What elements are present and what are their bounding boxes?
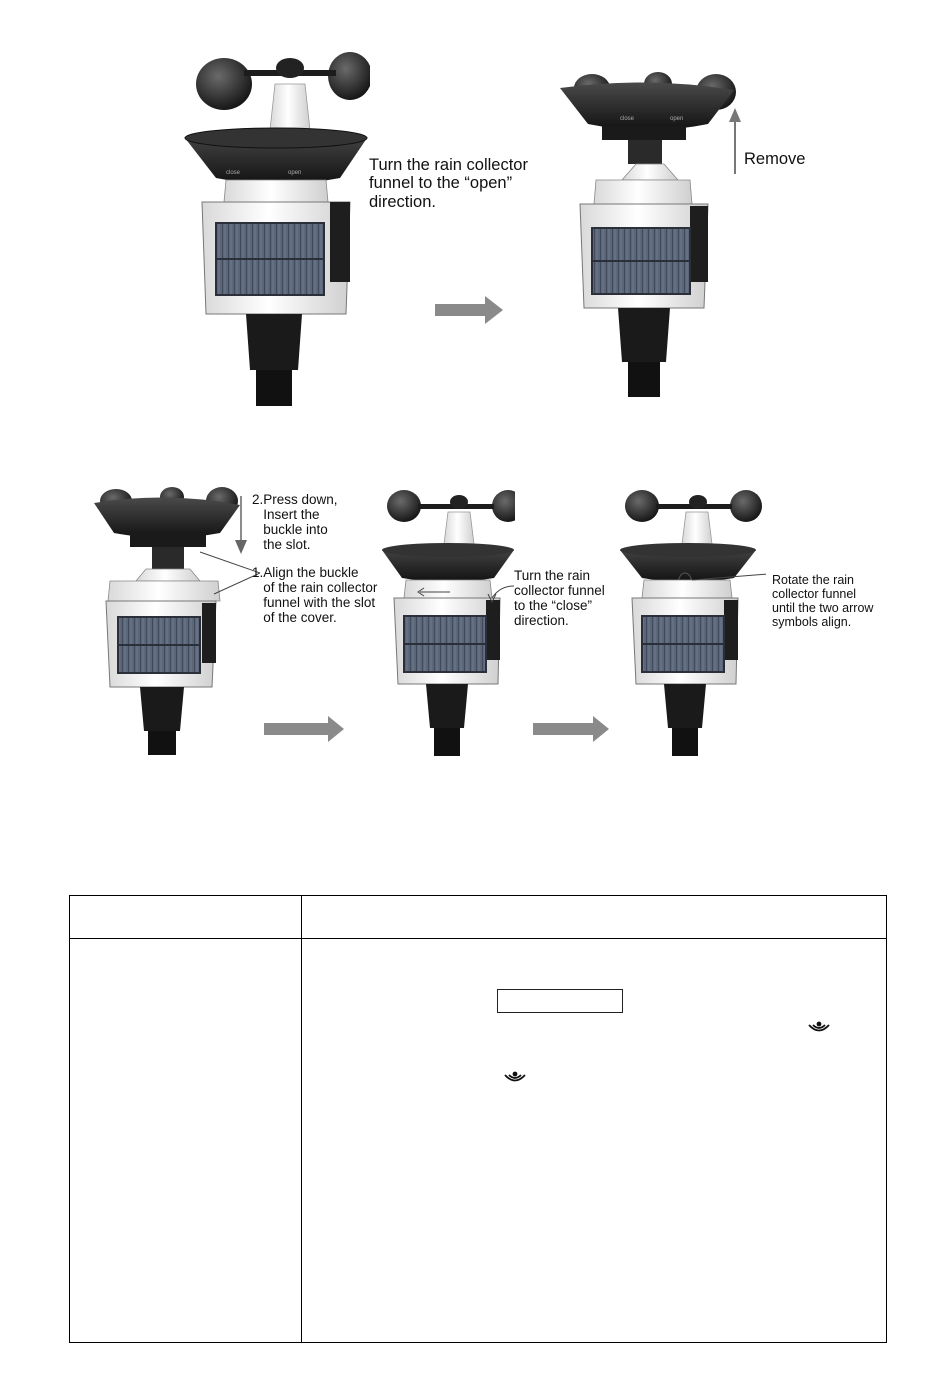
close-callout-line: direction. [514, 613, 569, 629]
close-callout-line: collector funnel [514, 583, 605, 599]
weather-station-figure-3 [94, 487, 240, 755]
press-callout-line: buckle into [263, 522, 328, 538]
weather-station-figure-2: close open [560, 72, 736, 397]
close-callout-line: to the “close” [514, 598, 593, 614]
right-arrow-icon [264, 716, 344, 742]
rotate-callout-line: symbols align. [772, 615, 852, 629]
weather-station-figure-5 [620, 490, 766, 756]
svg-text:open: open [288, 170, 301, 176]
svg-text:open: open [670, 116, 683, 122]
press-callout-line: the slot. [263, 537, 311, 553]
svg-text:close: close [620, 116, 635, 122]
table-header-cell [69, 895, 302, 939]
open-callout-line: funnel to the “open” [369, 174, 513, 193]
wireless-signal-icon [504, 1071, 526, 1082]
press-callout-line: Insert the [263, 507, 320, 523]
pointer-lines [199, 551, 261, 595]
table-header-row [69, 895, 887, 939]
up-arrow-icon [729, 108, 741, 174]
table-header-cell [301, 895, 887, 939]
curved-arrow-icon [487, 585, 515, 604]
press-callout-line: 2.Press down, [252, 492, 338, 507]
open-callout-line: direction. [369, 192, 436, 211]
button-label-box [497, 989, 623, 1013]
rotate-callout-line: until the two arrow [772, 601, 874, 615]
right-arrow-icon [533, 716, 609, 742]
weather-station-figure-4 [382, 490, 515, 756]
weather-station-figure-1: close open [184, 52, 370, 406]
align-callout-line: funnel with the slot [263, 595, 376, 611]
table-cell [301, 938, 887, 1343]
align-callout-line: of the rain collector [263, 580, 378, 596]
wireless-signal-icon [808, 1021, 830, 1032]
align-callout-line: 1.Align the buckle [252, 565, 359, 580]
rotate-callout-line: Rotate the rain [772, 573, 854, 587]
open-callout-line: Turn the rain collector [369, 156, 528, 174]
right-arrow-icon [435, 296, 503, 324]
remove-label: Remove [744, 150, 806, 168]
svg-text:close: close [226, 170, 241, 176]
align-callout-line: of the cover. [263, 610, 337, 626]
table-row [69, 938, 887, 1343]
rotate-callout-line: collector funnel [772, 587, 857, 601]
table-cell [69, 938, 302, 1343]
spec-table [69, 895, 887, 1343]
down-arrow-icon [235, 496, 247, 554]
close-callout-line: Turn the rain [514, 568, 591, 583]
